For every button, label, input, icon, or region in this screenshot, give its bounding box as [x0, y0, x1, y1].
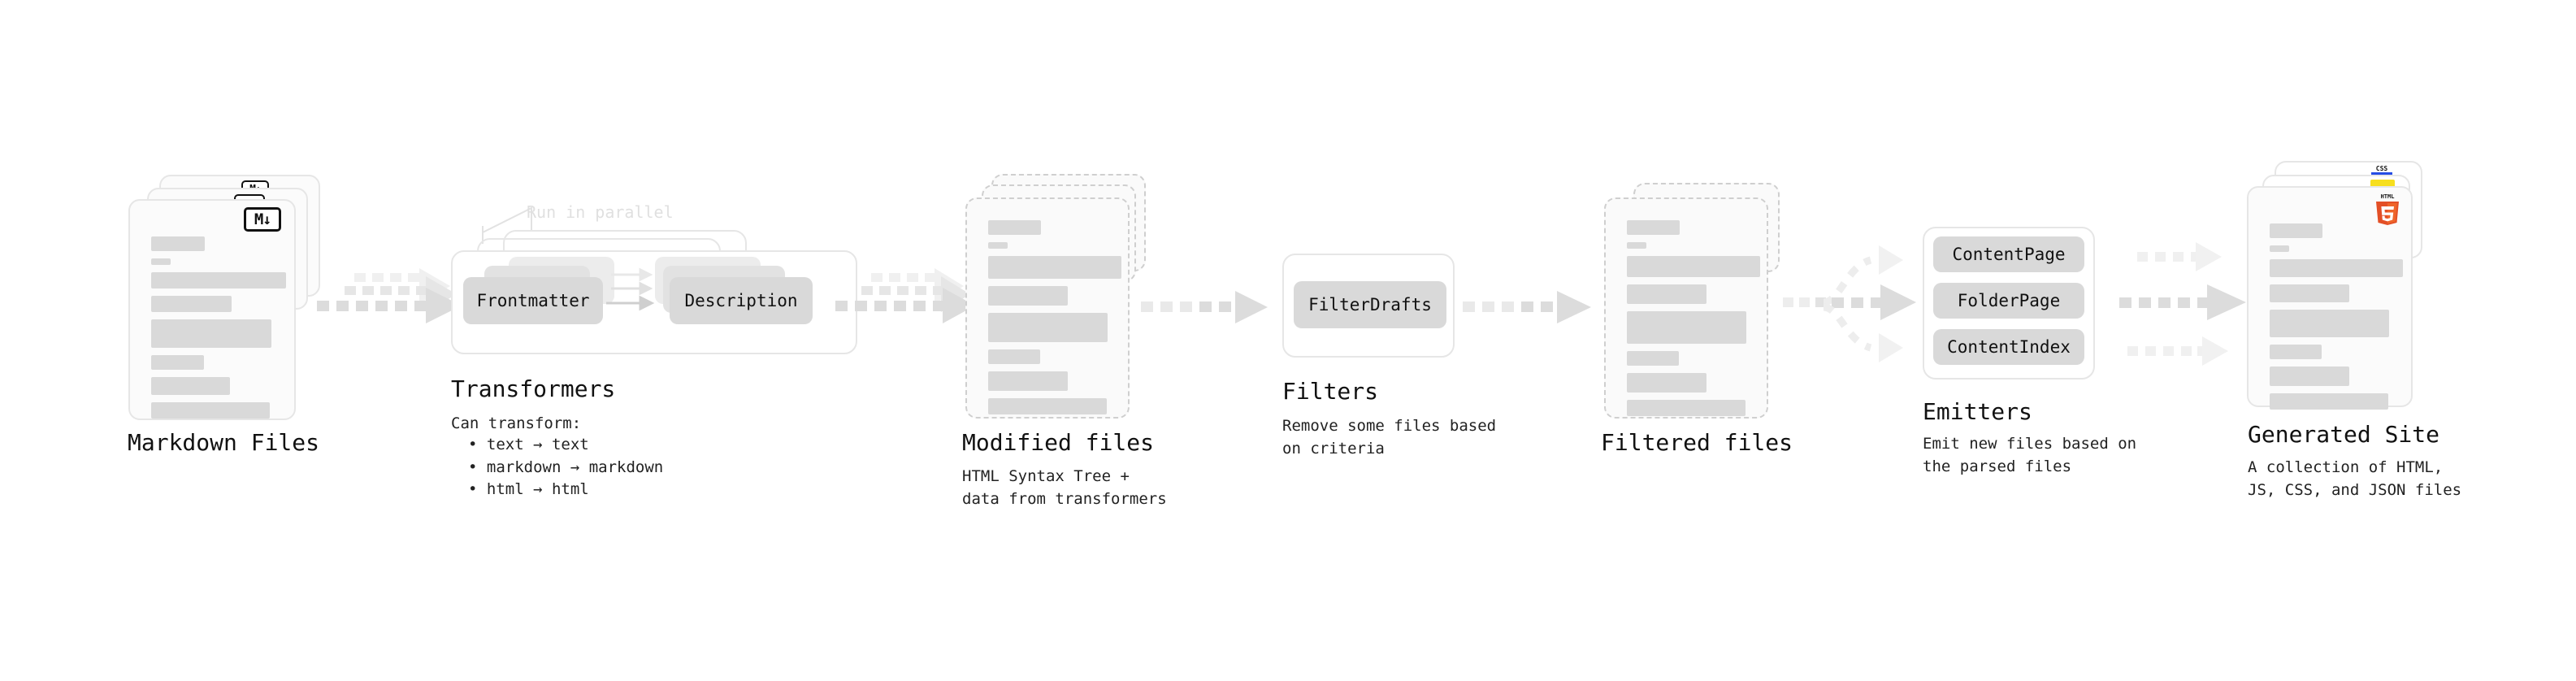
arrow-filters-to-filtered	[1463, 291, 1591, 323]
placeholder-line	[151, 258, 171, 265]
placeholder-line	[2270, 259, 2403, 277]
placeholder-line	[988, 256, 1121, 279]
css-icon-bar	[2371, 172, 2392, 176]
filter-pill-label: FilterDrafts	[1308, 295, 1432, 314]
transformer-pill-label: Frontmatter	[476, 291, 590, 310]
markdown-card-front	[128, 199, 296, 420]
placeholder-line	[2270, 245, 2289, 252]
placeholder-line	[151, 377, 230, 395]
placeholder-line	[988, 398, 1107, 414]
placeholder-line	[151, 272, 286, 288]
placeholder-line	[1627, 373, 1706, 393]
markdown-icon-label: M	[254, 210, 263, 228]
placeholder-line	[1627, 400, 1746, 416]
site-placeholder-lines	[2270, 223, 2403, 417]
generated-site-subtitle: A collection of HTML, JS, CSS, and JSON …	[2248, 458, 2462, 499]
placeholder-line	[988, 371, 1068, 391]
filters-subtitle: Remove some files based on criteria	[1282, 417, 1497, 458]
placeholder-line	[2270, 223, 2322, 238]
modified-placeholder-lines	[988, 220, 1121, 422]
markdown-placeholder-lines	[151, 236, 286, 426]
transformers-bullet-item: • text → text	[468, 436, 589, 453]
run-in-parallel-note: Run in parallel	[527, 202, 674, 222]
site-card-front	[2247, 186, 2413, 410]
placeholder-line	[2270, 310, 2389, 337]
arrow-transformers-to-modified	[835, 268, 975, 323]
placeholder-line	[988, 349, 1040, 364]
filter-pill-filterdrafts[interactable]: FilterDrafts	[1294, 281, 1446, 328]
transformers-subtitle: Can transform:	[451, 414, 582, 432]
emitters-subtitle: Emit new files based on the parsed files	[1923, 435, 2137, 475]
transformers-bullet-item: • markdown → markdown	[468, 458, 664, 476]
transformers-bullets: • text → text • markdown → markdown • ht…	[457, 434, 663, 501]
css-icon-label: CSS	[2375, 165, 2388, 172]
placeholder-line	[1627, 351, 1679, 366]
svg-text:HTML: HTML	[2381, 193, 2395, 200]
placeholder-line	[151, 319, 271, 348]
arrow-emitters-to-site	[2119, 242, 2246, 366]
placeholder-line	[151, 355, 204, 370]
transformer-inner-arrows	[606, 267, 655, 311]
emitter-pill-folderpage[interactable]: FolderPage	[1933, 283, 2084, 319]
placeholder-line	[151, 402, 270, 419]
placeholder-line	[988, 242, 1008, 249]
emitters-title: Emitters	[1923, 398, 2032, 425]
placeholder-line	[988, 220, 1041, 235]
emitter-pill-label: ContentPage	[1952, 245, 2066, 264]
arrow-markdown-to-transformers	[317, 268, 462, 323]
html5-icon: HTML	[2376, 193, 2399, 225]
placeholder-line	[1627, 284, 1706, 304]
filters-title: Filters	[1282, 378, 1379, 405]
transformer-pill-frontmatter[interactable]: Frontmatter	[463, 277, 603, 324]
placeholder-line	[1627, 242, 1646, 249]
filtered-placeholder-lines	[1627, 220, 1760, 423]
arrow-filtered-to-emitters	[1783, 245, 1916, 362]
placeholder-line	[2270, 393, 2388, 410]
arrow-modified-to-filters	[1141, 291, 1268, 323]
modified-files-subtitle: HTML Syntax Tree + data from transformer…	[962, 467, 1167, 508]
placeholder-line	[988, 313, 1108, 342]
placeholder-line	[2270, 284, 2349, 302]
markdown-icon: M↓	[244, 207, 281, 232]
transformers-bullet-item: • html → html	[468, 480, 589, 499]
placeholder-line	[1627, 256, 1760, 277]
filtered-card-front	[1604, 197, 1768, 419]
placeholder-line	[2270, 367, 2349, 386]
placeholder-line	[2270, 345, 2322, 359]
emitter-pill-contentindex[interactable]: ContentIndex	[1933, 329, 2084, 365]
emitter-pill-contentpage[interactable]: ContentPage	[1933, 236, 2084, 272]
placeholder-line	[151, 296, 232, 312]
filtered-files-title: Filtered files	[1601, 429, 1793, 456]
transformer-pill-label: Description	[684, 291, 798, 310]
transformers-title: Transformers	[451, 375, 616, 402]
placeholder-line	[988, 286, 1068, 306]
modified-card-front	[965, 197, 1130, 419]
emitter-pill-label: FolderPage	[1957, 291, 2061, 310]
markdown-icon-arrow: ↓	[262, 210, 271, 228]
markdown-files-title: Markdown Files	[128, 429, 320, 456]
transformer-pill-description[interactable]: Description	[670, 277, 813, 324]
placeholder-line	[1627, 220, 1680, 235]
emitter-pill-label: ContentIndex	[1947, 337, 2071, 357]
modified-files-title: Modified files	[962, 429, 1155, 456]
placeholder-line	[1627, 311, 1746, 344]
generated-site-title: Generated Site	[2248, 421, 2440, 448]
placeholder-line	[151, 236, 205, 251]
